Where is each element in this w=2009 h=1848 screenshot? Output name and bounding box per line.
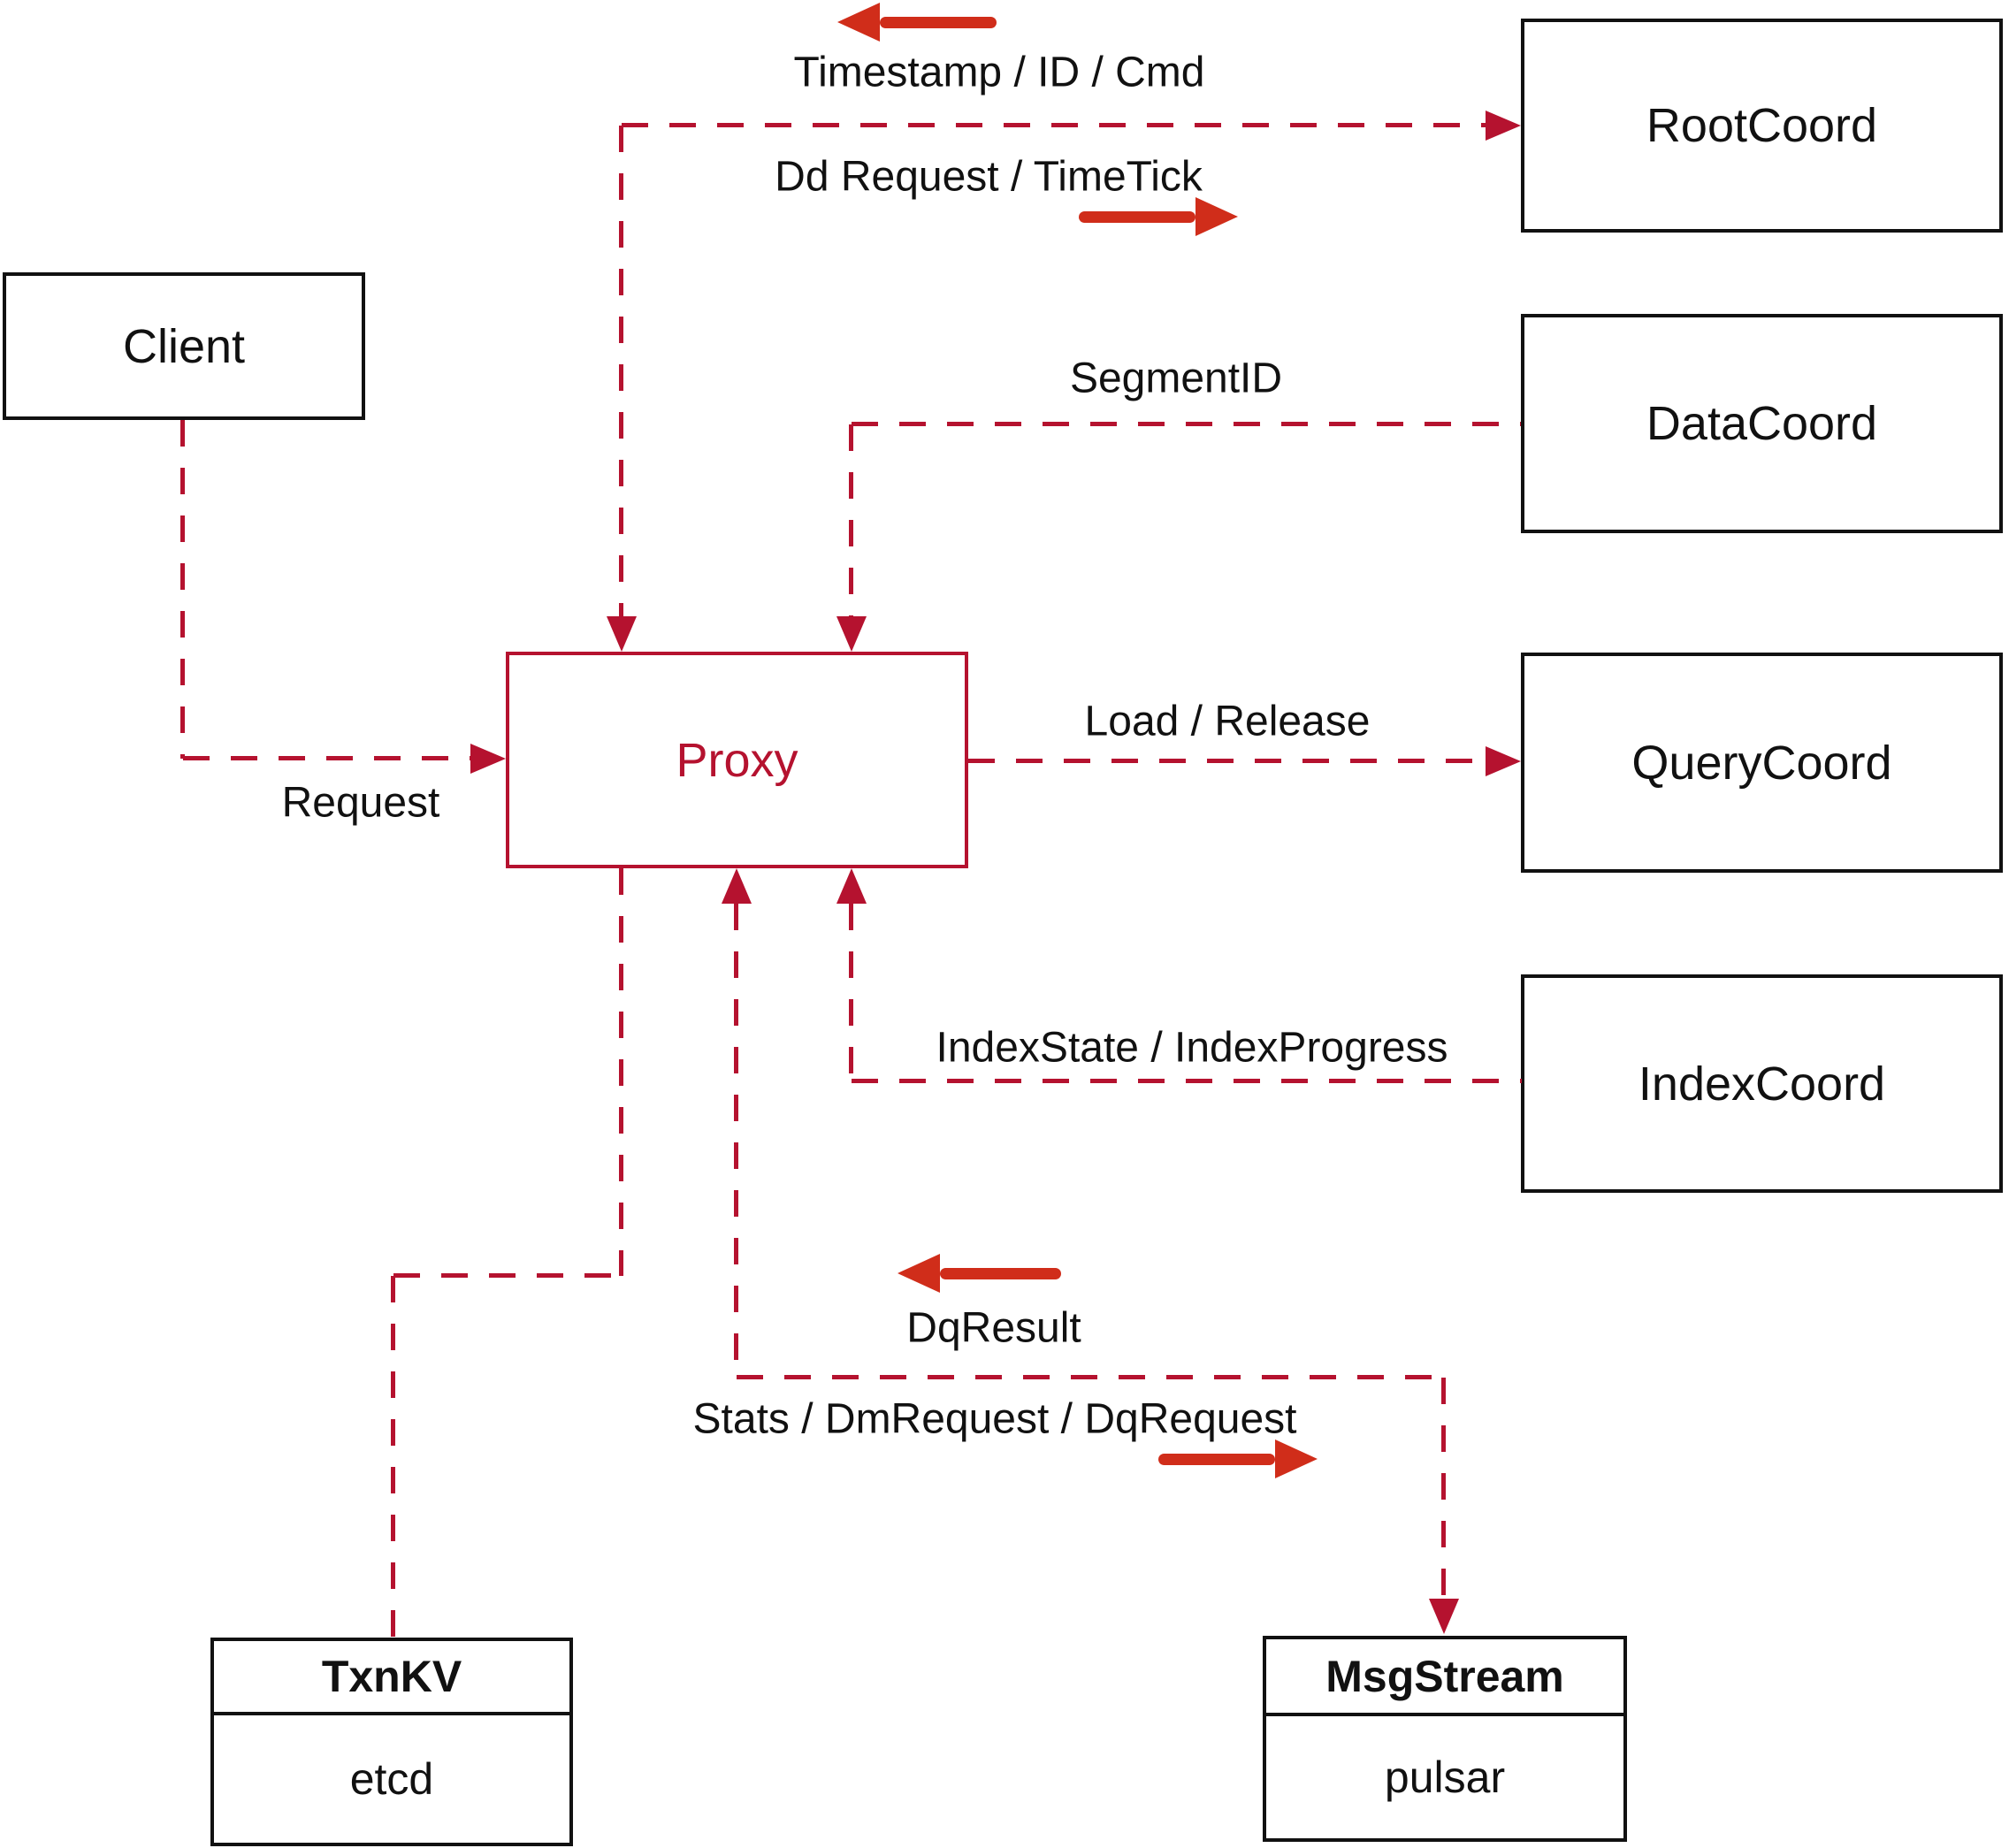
label-load-release: Load / Release bbox=[1084, 698, 1371, 745]
edge-proxy-msgstream-horizontal bbox=[737, 1375, 1444, 1379]
rootcoord-label: RootCoord bbox=[1646, 99, 1878, 152]
proxy-label: Proxy bbox=[676, 733, 798, 787]
arrow-tail bbox=[1079, 210, 1195, 223]
msgstream-node: MsgStream pulsar bbox=[1263, 1636, 1627, 1842]
arrow-head bbox=[1275, 1439, 1318, 1478]
direction-arrow-right-top-icon bbox=[1079, 197, 1238, 236]
querycoord-label: QueryCoord bbox=[1631, 736, 1892, 790]
label-request: Request bbox=[281, 779, 440, 827]
edge-indexcoord-proxy-horizontal bbox=[852, 1079, 1522, 1083]
arrowhead-into-proxy-top-left-icon bbox=[607, 616, 637, 652]
txnkv-node: TxnKV etcd bbox=[210, 1638, 573, 1846]
arrow-tail bbox=[940, 1267, 1061, 1279]
arrow-head bbox=[898, 1254, 940, 1293]
edge-proxy-msgstream-vertical-upper bbox=[734, 904, 738, 1378]
indexcoord-node: IndexCoord bbox=[1521, 974, 2003, 1193]
arrowhead-into-proxy-left-icon bbox=[470, 744, 506, 774]
label-indexstate-indexprogress: IndexState / IndexProgress bbox=[936, 1024, 1448, 1072]
msgstream-body: pulsar bbox=[1384, 1753, 1506, 1802]
arrowhead-into-querycoord-icon bbox=[1486, 746, 1521, 776]
arrow-tail bbox=[1158, 1453, 1275, 1465]
txnkv-body: etcd bbox=[349, 1754, 434, 1804]
label-timestamp-id-cmd: Timestamp / ID / Cmd bbox=[793, 49, 1205, 96]
client-label: Client bbox=[122, 319, 246, 373]
label-dq-result: DqResult bbox=[906, 1304, 1081, 1352]
edge-datacoord-proxy-vertical bbox=[849, 424, 853, 616]
arrow-head bbox=[1195, 197, 1238, 236]
edge-proxy-querycoord bbox=[968, 759, 1486, 763]
direction-arrow-right-stats-icon bbox=[1158, 1439, 1318, 1478]
arrowhead-into-rootcoord-icon bbox=[1486, 111, 1521, 141]
label-dd-request-timetick: Dd Request / TimeTick bbox=[775, 153, 1203, 201]
direction-arrow-left-top-icon bbox=[837, 3, 997, 42]
edge-proxy-txnkv-vertical-lower bbox=[391, 1276, 395, 1638]
arrowhead-into-proxy-bottom-left-icon bbox=[722, 868, 752, 904]
rootcoord-node: RootCoord bbox=[1521, 19, 2003, 233]
edge-client-proxy-horizontal bbox=[183, 756, 470, 760]
querycoord-node: QueryCoord bbox=[1521, 653, 2003, 873]
indexcoord-label: IndexCoord bbox=[1638, 1057, 1886, 1111]
proxy-node: Proxy bbox=[506, 652, 968, 868]
msgstream-title: MsgStream bbox=[1266, 1639, 1623, 1716]
arrow-tail bbox=[880, 16, 997, 28]
edge-proxy-rootcoord-horizontal bbox=[622, 123, 1487, 127]
label-segment-id: SegmentID bbox=[1069, 355, 1283, 402]
edge-proxy-txnkv-horizontal bbox=[393, 1273, 622, 1278]
direction-arrow-left-dqresult-icon bbox=[898, 1254, 1061, 1293]
client-node: Client bbox=[3, 272, 365, 420]
edge-proxy-txnkv-vertical-upper bbox=[619, 868, 623, 1276]
arrowhead-into-msgstream-icon bbox=[1429, 1599, 1459, 1634]
edge-proxy-rootcoord-vertical bbox=[619, 126, 623, 618]
edge-proxy-msgstream-vertical-lower bbox=[1441, 1378, 1446, 1599]
datacoord-label: DataCoord bbox=[1646, 397, 1878, 450]
edge-indexcoord-proxy-vertical bbox=[849, 904, 853, 1079]
edge-datacoord-proxy-horizontal bbox=[852, 422, 1521, 426]
arrowhead-into-proxy-bottom-right-icon bbox=[836, 868, 867, 904]
edge-client-proxy-vertical bbox=[180, 420, 185, 759]
datacoord-node: DataCoord bbox=[1521, 314, 2003, 533]
label-stats-dm-dq: Stats / DmRequest / DqRequest bbox=[692, 1395, 1297, 1443]
arrow-head bbox=[837, 3, 880, 42]
arrowhead-into-proxy-top-right-icon bbox=[836, 616, 867, 652]
txnkv-title: TxnKV bbox=[214, 1641, 569, 1715]
